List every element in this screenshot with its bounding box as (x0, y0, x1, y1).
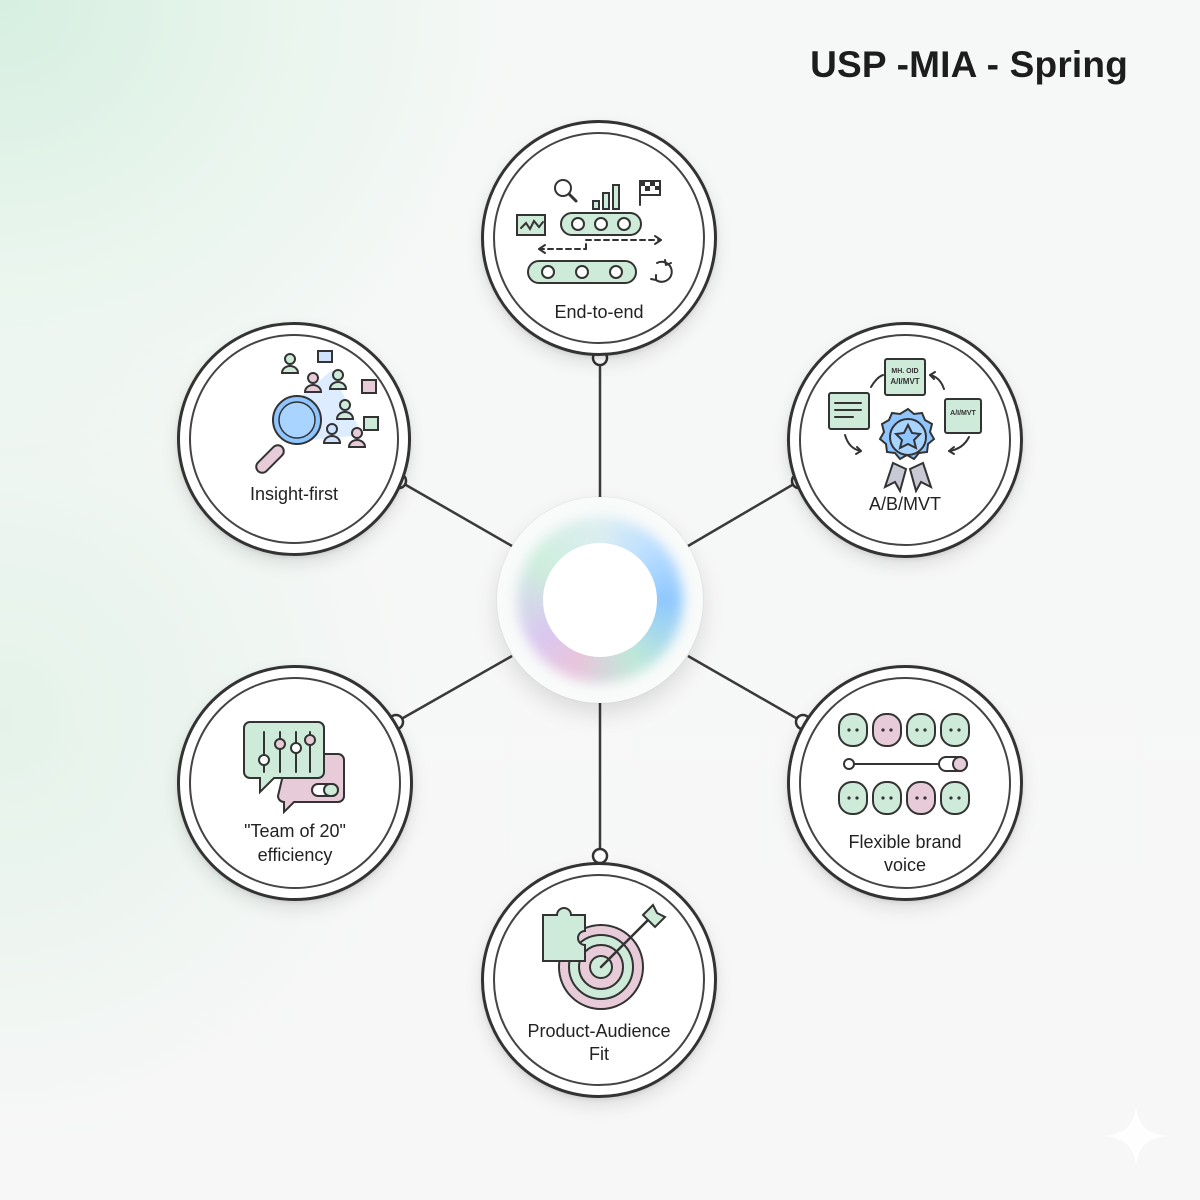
connector-upper-left (398, 479, 513, 548)
node-label-team-line1: "Team of 20" (244, 821, 346, 841)
pipeline-icon (516, 179, 673, 284)
node-ab-mvt: MH. OID A/I/MVT A/I/MVT A/B/MVT (787, 322, 1023, 558)
puzzle-target-icon (542, 903, 667, 1010)
node-label-insight-first: Insight-first (249, 484, 339, 504)
node-insight-first: Insight-first (177, 322, 411, 556)
voice-faces-icon (838, 713, 970, 815)
node-label-brand-line2: voice (883, 855, 927, 875)
magnifier-audience-icon (255, 350, 379, 474)
connector-lower-right (687, 654, 804, 724)
node-label-fit-line1: Product-Audience (527, 1021, 671, 1041)
sparkle-icon (1106, 1106, 1166, 1166)
node-label-fit-line2: Fit (589, 1044, 609, 1064)
node-product-fit: Product-Audience Fit (481, 862, 717, 1098)
junction-dot-bottom (591, 847, 609, 865)
node-label-brand-line1: Flexible brand (848, 832, 962, 852)
node-label-ab-mvt: A/B/MVT (868, 494, 941, 514)
hub-core (543, 543, 657, 657)
mixer-chat-icon (243, 721, 345, 815)
node-end-to-end: End-to-end (481, 120, 717, 356)
central-hub (497, 497, 703, 703)
connector-upper-right (687, 479, 800, 548)
node-team-of-20: "Team of 20" efficiency (177, 665, 413, 901)
card-top-text-line2: A/I/MVT (890, 377, 919, 386)
node-label-end-to-end: End-to-end (554, 302, 644, 322)
diagram-title: USP -MIA - Spring (810, 44, 1128, 85)
node-label-team-line2: efficiency (257, 845, 333, 865)
node-brand-voice: Flexible brand voice (787, 665, 1023, 901)
card-top-text-line1: MH. OID (891, 368, 918, 375)
ab-test-award-icon: MH. OID A/I/MVT A/I/MVT (828, 358, 982, 493)
connector-lower-left (395, 654, 513, 724)
card-right-text: A/I/MVT (950, 410, 976, 417)
